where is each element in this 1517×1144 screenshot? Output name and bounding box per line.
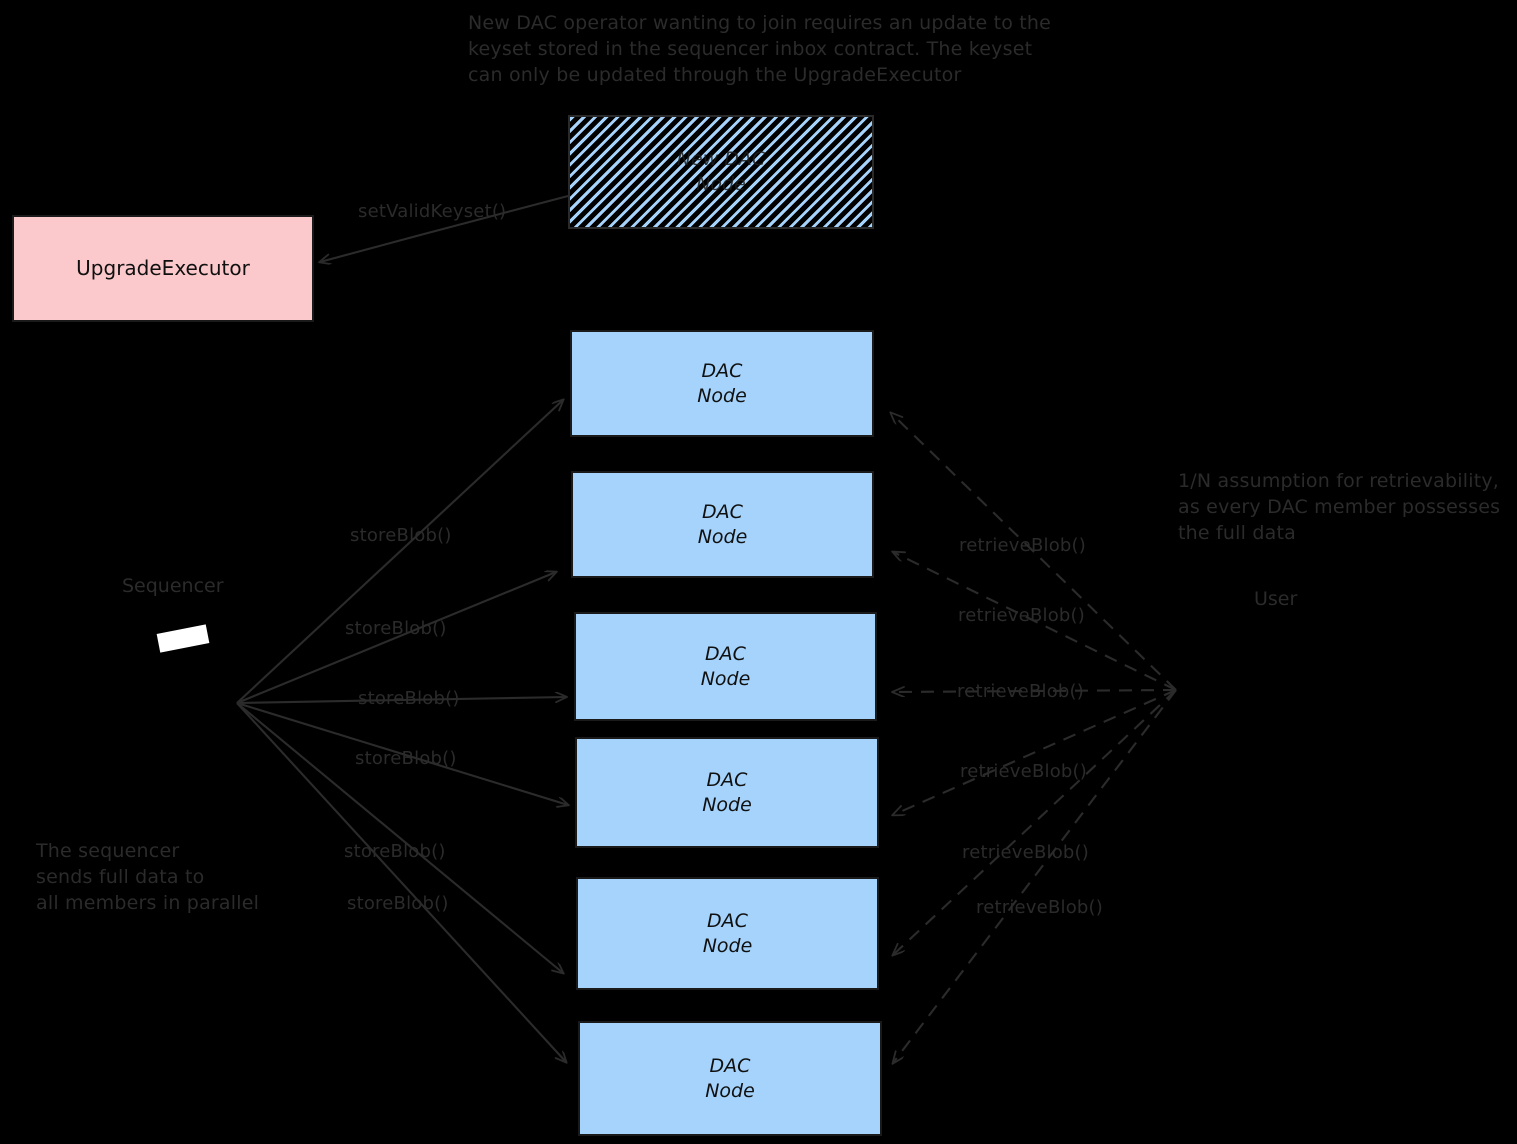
edge-label-store-blob-4: storeBlob() <box>355 748 457 769</box>
new-dac-node-box[interactable]: New DAC Node <box>568 115 874 229</box>
retrievability-note: 1/N assumption for retrievability, as ev… <box>1178 470 1501 544</box>
edge-label-retrieve-blob-1: retrieveBlob() <box>959 535 1086 556</box>
dac-node-box-1[interactable]: DAC Node <box>570 330 874 437</box>
keyset-update-note: New DAC operator wanting to join require… <box>468 12 1052 86</box>
sequencer-label: Sequencer <box>122 575 224 597</box>
edge-label-retrieve-blob-4: retrieveBlob() <box>960 761 1087 782</box>
edge-store-blob-group <box>236 400 568 1062</box>
edge-label-retrieve-blob-6: retrieveBlob() <box>976 897 1103 918</box>
edge-label-retrieve-blob-5: retrieveBlob() <box>962 842 1089 863</box>
dac-node-label: DAC Node <box>702 768 752 816</box>
dac-node-label: DAC Node <box>702 909 753 957</box>
user-label: User <box>1254 588 1298 610</box>
edge-label-set-valid-keyset: setValidKeyset() <box>358 201 507 222</box>
edge-retrieve-blob-group <box>891 413 1177 1063</box>
sequencer-parallel-note: The sequencer sends full data to all mem… <box>36 840 260 914</box>
dac-node-box-3[interactable]: DAC Node <box>574 612 877 721</box>
upgrade-executor-box[interactable]: UpgradeExecutor <box>12 215 314 322</box>
edge-set-valid-keyset <box>320 194 569 262</box>
edge-label-store-blob-6: storeBlob() <box>347 893 449 914</box>
dac-node-label: DAC Node <box>700 642 751 690</box>
edge-label-retrieve-blob-2: retrieveBlob() <box>958 605 1085 626</box>
edge-label-store-blob-1: storeBlob() <box>350 525 452 546</box>
dac-node-label: DAC Node <box>705 1054 755 1102</box>
edge-label-store-blob-3: storeBlob() <box>358 688 460 709</box>
dac-node-box-5[interactable]: DAC Node <box>576 877 879 990</box>
dac-node-label: DAC Node <box>697 500 748 548</box>
edge-label-store-blob-2: storeBlob() <box>345 618 447 639</box>
dac-node-box-6[interactable]: DAC Node <box>578 1021 882 1136</box>
dac-node-label: DAC Node <box>697 359 747 407</box>
dac-node-box-2[interactable]: DAC Node <box>571 471 874 578</box>
new-dac-node-label: New DAC Node <box>676 148 766 195</box>
upgrade-executor-label: UpgradeExecutor <box>76 256 250 280</box>
edge-label-retrieve-blob-3: retrieveBlob() <box>957 681 1084 702</box>
edge-label-store-blob-5: storeBlob() <box>344 841 446 862</box>
dac-node-box-4[interactable]: DAC Node <box>575 737 879 848</box>
